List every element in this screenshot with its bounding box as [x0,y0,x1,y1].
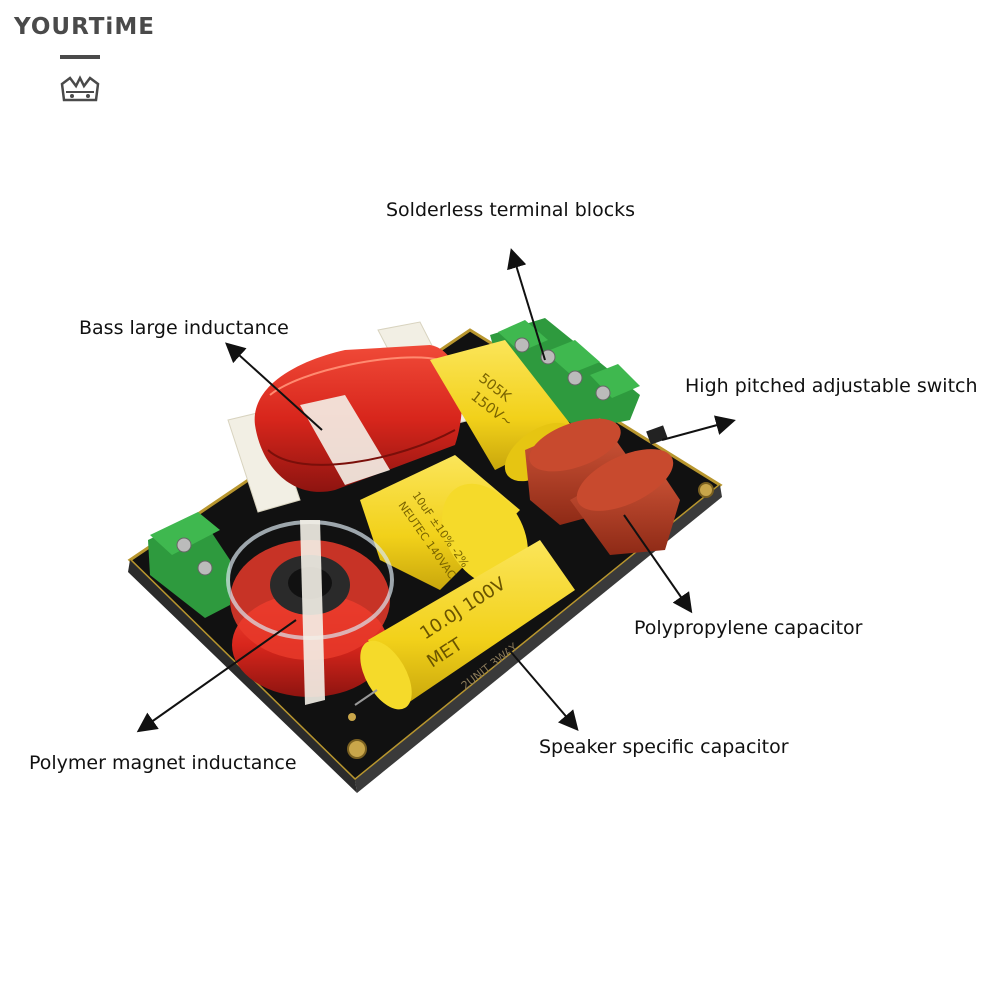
bass-inductor [227,321,471,513]
speaker-capacitor: 10.0J 100V MET [354,540,575,710]
terminal-block-back [490,318,640,430]
callout-speaker-capacitor: Speaker specific capacitor [539,736,789,758]
polypropylene-capacitors [525,418,680,555]
callout-polypropylene-capacitor: Polypropylene capacitor [634,617,863,639]
mounting-hole [347,739,367,759]
polymer-magnet-inductor [226,520,394,705]
brand-wordmark: YOURTiME [14,14,155,40]
callout-polymer-inductance: Polymer magnet inductance [29,752,297,774]
callout-bass-inductance: Bass large inductance [79,317,289,339]
callout-arrows [136,248,736,733]
crown-icon [60,75,100,102]
mounting-hole [698,482,714,498]
mounting-hole [348,713,356,721]
terminal-block-left [148,512,230,618]
brand-divider [60,55,100,59]
callout-adjustable-switch: High pitched adjustable switch [685,375,978,397]
callout-terminal-blocks: Solderless terminal blocks [386,199,636,221]
